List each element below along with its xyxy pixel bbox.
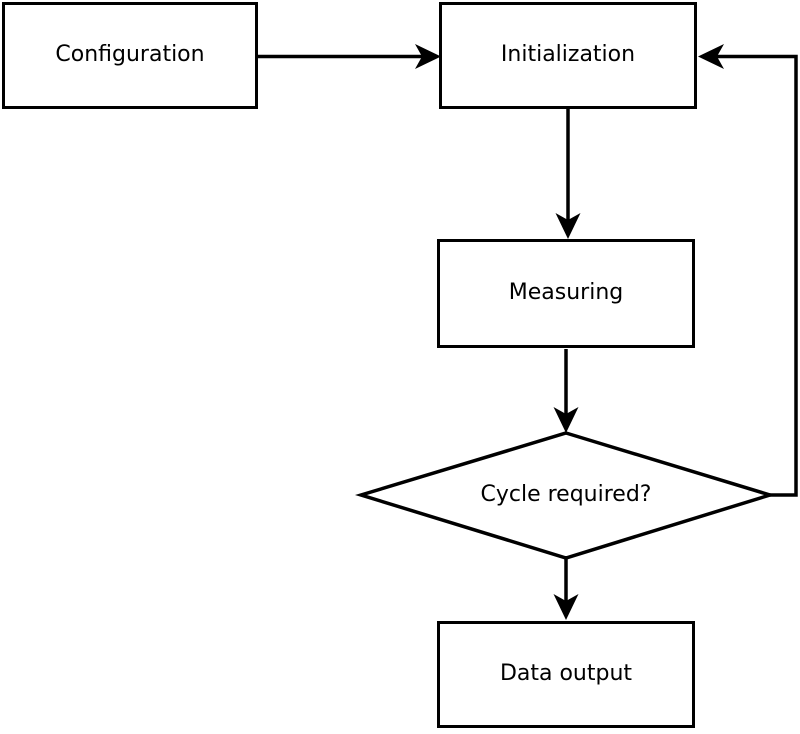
node-data-output-label: Data output (499, 661, 633, 687)
arrowhead-initialization-to-measuring (555, 213, 581, 239)
node-configuration-label: Configuration (55, 42, 205, 68)
edge-cycle-required-to-initialization (713, 54, 798, 497)
arrowhead-cycle-required-to-initialization (698, 44, 724, 69)
node-initialization: Initialization (439, 2, 697, 109)
arrowhead-cycle-required-to-data-output (553, 594, 579, 620)
node-data-output: Data output (437, 621, 695, 728)
arrowhead-measuring-to-cycle-required (553, 407, 579, 433)
node-configuration: Configuration (2, 2, 258, 109)
node-initialization-label: Initialization (500, 42, 636, 68)
node-cycle-required-label: Cycle required? (480, 481, 652, 507)
node-measuring-label: Measuring (508, 280, 624, 306)
arrowhead-configuration-to-initialization (415, 44, 441, 69)
node-measuring: Measuring (437, 239, 695, 348)
node-cycle-required: Cycle required? (416, 473, 716, 517)
